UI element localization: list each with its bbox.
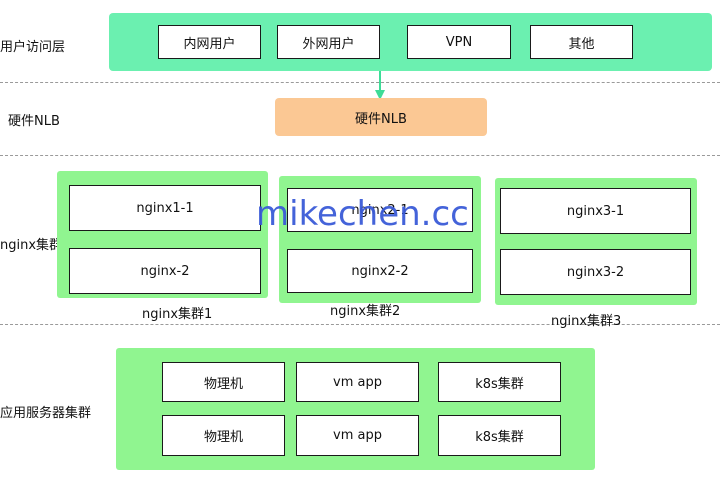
nginx-node-2-2: nginx2-2 <box>287 249 473 293</box>
app-server-vm-2: vm app <box>296 415 419 456</box>
divider-2 <box>0 155 720 156</box>
divider-3 <box>0 324 720 325</box>
nginx-node-1-2: nginx-2 <box>69 248 261 294</box>
app-server-k8s-2: k8s集群 <box>438 415 561 456</box>
nginx-node-3-1: nginx3-1 <box>500 188 691 234</box>
nginx-cluster-1-caption: nginx集群1 <box>142 307 213 322</box>
nginx-cluster-3-caption: nginx集群3 <box>551 314 622 329</box>
nginx-node-2-1: nginx2-1 <box>287 188 473 232</box>
layer-label-nginx-cluster: nginx集群 <box>0 238 63 253</box>
nginx-cluster-2-caption: nginx集群2 <box>330 304 401 319</box>
app-server-physical-2: 物理机 <box>162 415 285 456</box>
user-item-intranet: 内网用户 <box>158 25 261 59</box>
app-server-vm-1: vm app <box>296 362 419 402</box>
user-item-vpn: VPN <box>407 25 511 59</box>
arrow-down-icon <box>375 71 385 100</box>
layer-label-app-server-cluster: 应用服务器集群 <box>0 406 92 421</box>
layer-label-user-access: 用户访问层 <box>0 40 66 55</box>
user-item-other: 其他 <box>530 25 633 59</box>
nginx-node-1-1: nginx1-1 <box>69 185 261 231</box>
app-server-k8s-1: k8s集群 <box>438 362 561 402</box>
user-item-internet: 外网用户 <box>277 25 380 59</box>
watermark-text: mikechen.cc <box>256 194 469 234</box>
hardware-nlb-box: 硬件NLB <box>275 98 487 136</box>
nginx-node-3-2: nginx3-2 <box>500 249 691 295</box>
divider-1 <box>0 82 720 83</box>
layer-label-hardware-nlb: 硬件NLB <box>8 114 60 129</box>
app-server-physical-1: 物理机 <box>162 362 285 402</box>
